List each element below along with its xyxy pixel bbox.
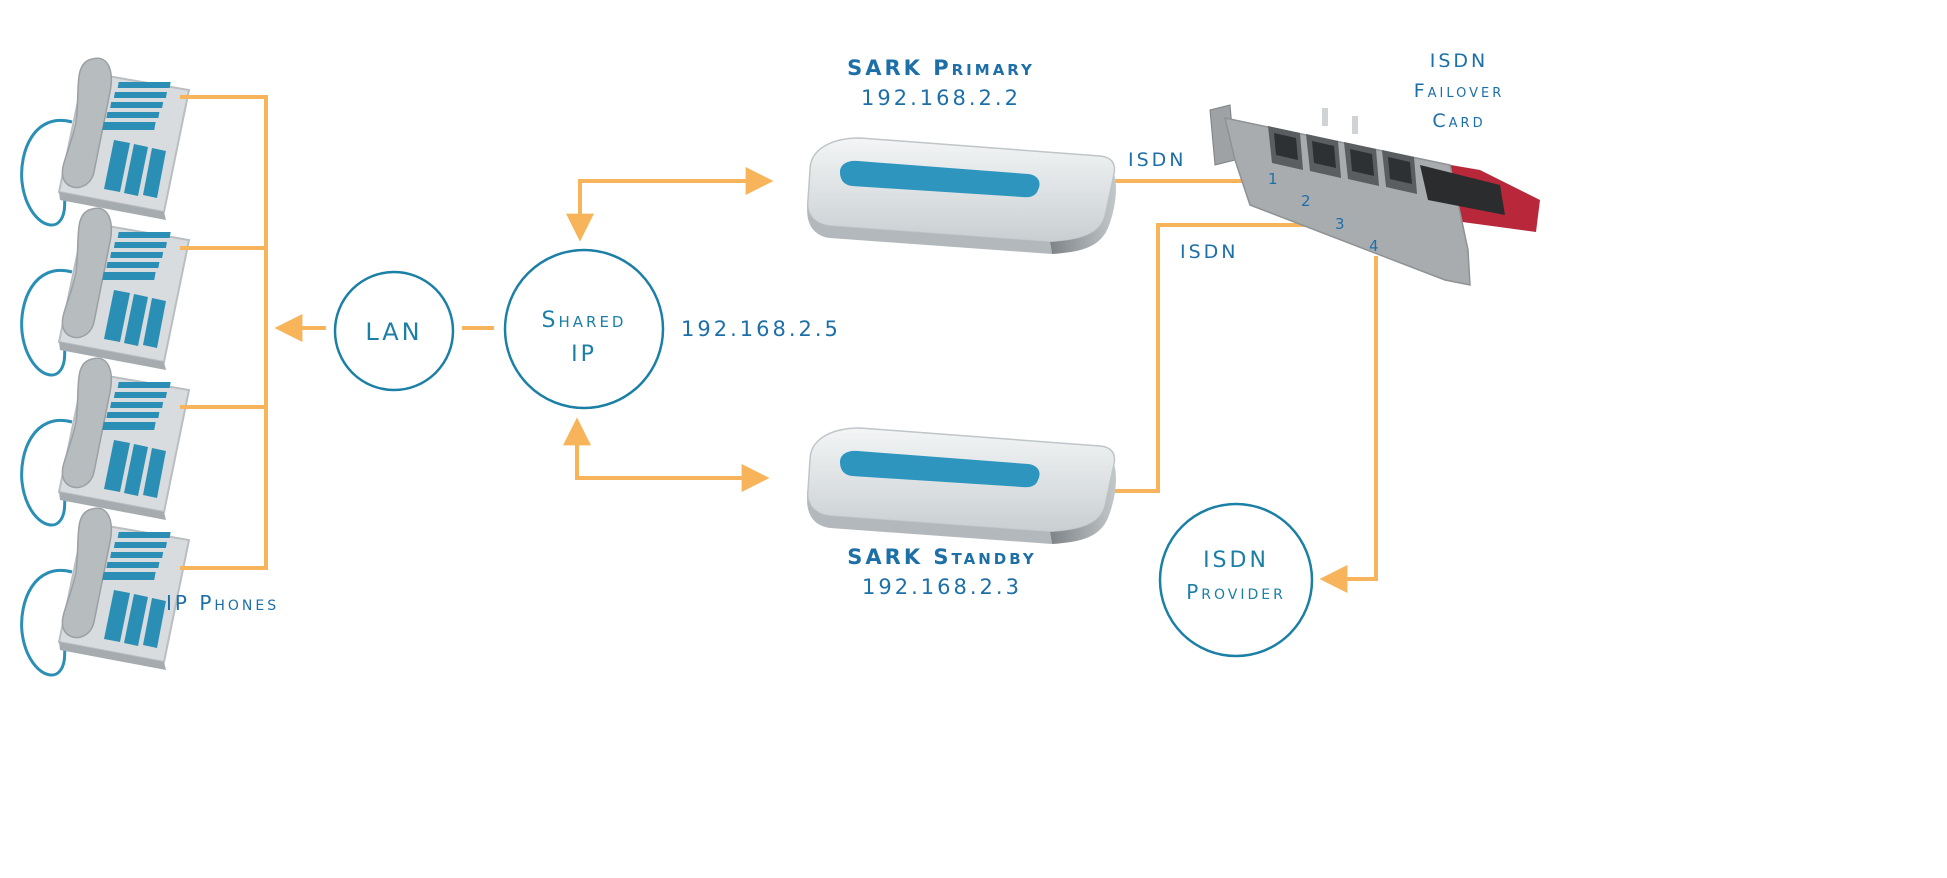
ip-phone-4 <box>20 506 191 677</box>
card-port3-to-standby <box>1078 223 1330 505</box>
sark-primary-server <box>806 137 1117 255</box>
shared-ip-label-line1: Shared <box>542 308 627 333</box>
ip-phone-1 <box>20 56 191 227</box>
primary-name: SARK Primary <box>847 56 1035 80</box>
shared-ip-node: Shared IP <box>503 248 665 410</box>
sark-standby-server <box>806 427 1117 545</box>
card-label-line1: ISDN <box>1430 50 1489 72</box>
shared-ip-label-line2: IP <box>571 342 597 367</box>
primary-ip: 192.168.2.2 <box>861 86 1021 110</box>
provider-label-line1: ISDN <box>1203 548 1269 573</box>
card-port4-to-provider <box>1319 256 1378 593</box>
phone-bus <box>180 95 268 570</box>
provider-label-line2: Provider <box>1186 580 1286 604</box>
port-2-label: 2 <box>1301 192 1311 210</box>
isdn-lower-label: ISDN <box>1180 241 1239 263</box>
shared-to-standby-link <box>563 417 770 492</box>
isdn-provider-node: ISDN Provider <box>1158 502 1314 658</box>
port-4-label: 4 <box>1369 237 1379 255</box>
standby-name: SARK Standby <box>847 545 1036 569</box>
isdn-upper-label: ISDN <box>1128 149 1187 171</box>
shared-to-primary-link <box>566 167 774 242</box>
ip-phone-2 <box>20 206 191 377</box>
card-label-line3: Card <box>1432 110 1485 132</box>
shared-ip-address: 192.168.2.5 <box>681 317 841 341</box>
lan-label: LAN <box>365 318 422 346</box>
isdn-card-icon <box>1209 104 1540 286</box>
port-1-label: 1 <box>1268 170 1278 188</box>
ip-phones-label: IP Phones <box>166 591 279 615</box>
lan-node: LAN <box>333 270 455 392</box>
standby-ip: 192.168.2.3 <box>862 575 1022 599</box>
card-label-line2: Failover <box>1414 80 1505 102</box>
ip-phone-3 <box>20 356 191 527</box>
port-3-label: 3 <box>1335 215 1345 233</box>
